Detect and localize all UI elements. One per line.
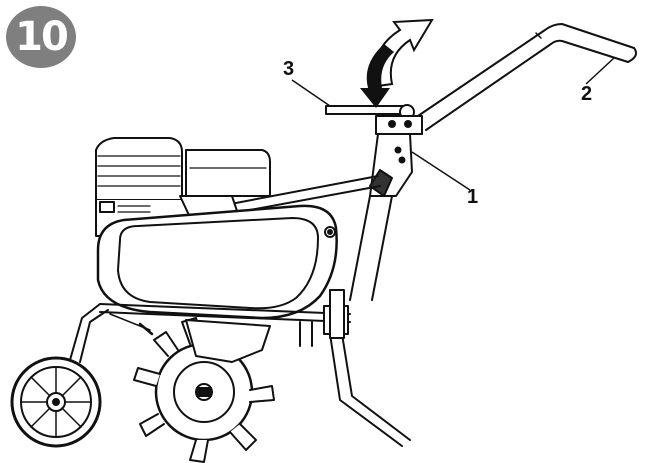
figure-number-badge: 10 — [6, 6, 76, 68]
callout-1-label: 1 — [467, 186, 479, 208]
gearbox — [185, 319, 271, 363]
depth-stake — [329, 289, 411, 447]
callout-3-label: 3 — [283, 58, 295, 80]
handlebar-height-adjustment-clamp — [369, 133, 413, 197]
wheel-arm — [69, 303, 154, 363]
transport-wheel — [10, 356, 102, 448]
belt-guard — [96, 204, 338, 320]
callout-3-leader — [291, 79, 331, 107]
callout-2-label: 2 — [581, 83, 593, 105]
adjustment-lever — [325, 104, 423, 135]
handlebar — [411, 23, 637, 131]
curved-double-arrow-icon — [360, 18, 434, 108]
figure-number: 10 — [15, 14, 69, 60]
callout-1-leader — [411, 151, 471, 191]
callout-2-leader — [585, 57, 615, 85]
frame-tube — [219, 175, 393, 301]
tiller-tines — [133, 317, 275, 463]
